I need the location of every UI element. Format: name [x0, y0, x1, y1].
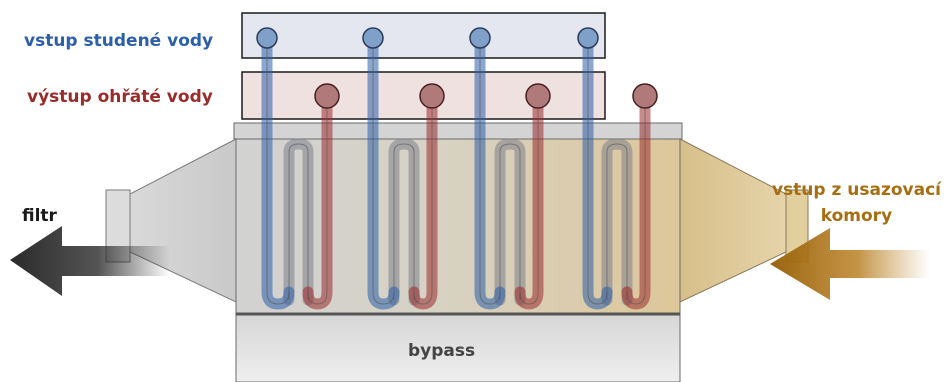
bypass-label: bypass	[408, 341, 476, 361]
hot-leg-tube-4-edge	[626, 98, 646, 305]
top-flange	[233, 122, 683, 140]
serpentine-tube-4-edge	[606, 143, 628, 300]
hot-leg-tube-2-edge	[413, 98, 433, 305]
inlet-label-line1: vstup z usazovací	[771, 180, 941, 200]
hot-water-outlet-label: výstup ohřáté vody	[27, 87, 213, 107]
cold-water-inlet-label: vstup studené vody	[24, 31, 214, 51]
filter-outlet-arrow	[10, 226, 170, 296]
tube-bundles	[256, 27, 658, 310]
cold-leg-tube-2-edge	[372, 40, 395, 305]
bypass-duct	[235, 312, 681, 382]
hot-leg-tube-1-edge	[307, 98, 328, 305]
inlet-arrow	[770, 228, 930, 300]
cold-water-header	[241, 12, 606, 59]
cold-leg-tube-3-edge	[479, 40, 501, 305]
cold-header-node-3	[469, 27, 491, 49]
hot-leg-tube-3-edge	[519, 98, 539, 305]
cold-header-node-1	[256, 27, 278, 49]
inlet-label-line2: komory	[820, 206, 893, 226]
settling-chamber-inlet-label: vstup z usazovací komory	[772, 177, 941, 229]
serpentine-tube-1-edge	[288, 143, 309, 300]
serpentine-tube-2-edge	[393, 143, 415, 300]
cold-leg-tube-4-edge	[587, 40, 608, 305]
cold-leg-tube-1-edge	[266, 40, 290, 305]
hot-header-node-4	[632, 83, 658, 109]
hot-header-node-2	[419, 83, 445, 109]
cold-header-node-2	[362, 27, 384, 49]
serpentine-tube-3-edge	[499, 143, 521, 300]
cold-header-node-4	[577, 27, 599, 49]
hot-header-node-3	[525, 83, 551, 109]
filter-label: filtr	[22, 206, 57, 226]
left-cone	[127, 138, 237, 303]
hot-header-node-1	[314, 83, 340, 109]
